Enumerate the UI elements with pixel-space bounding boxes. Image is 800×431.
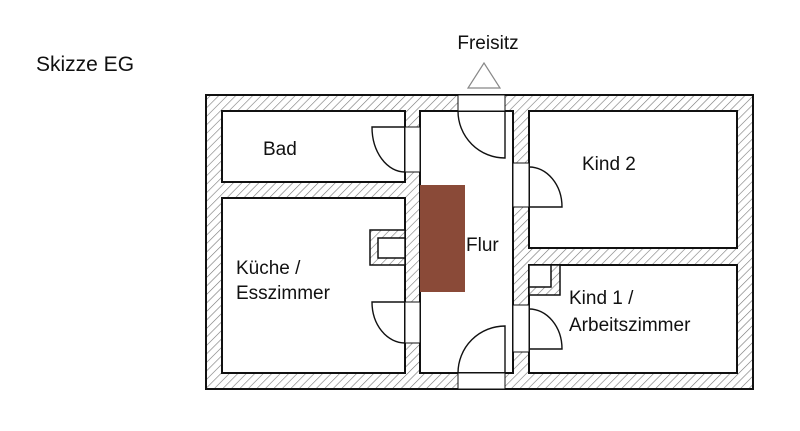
door-opening-bad bbox=[404, 126, 421, 173]
door-opening-kind1 bbox=[512, 304, 530, 353]
door-kueche bbox=[371, 301, 406, 344]
label-flur: Flur bbox=[466, 235, 499, 256]
door-opening-entrance bbox=[457, 94, 506, 112]
room-bad bbox=[221, 110, 406, 183]
room-kind2 bbox=[528, 110, 738, 249]
label-kind2: Kind 2 bbox=[582, 154, 636, 175]
door-opening-rear bbox=[457, 372, 506, 390]
door-opening-kueche bbox=[404, 301, 421, 344]
door-bad bbox=[371, 126, 406, 173]
label-kueche-2: Esszimmer bbox=[236, 283, 331, 304]
door-rear bbox=[457, 325, 506, 374]
freisitz-label: Freisitz bbox=[457, 33, 518, 54]
door-kind1 bbox=[528, 308, 563, 350]
chimney-right-flue bbox=[528, 264, 552, 288]
label-kind1-2: Arbeitszimmer bbox=[569, 315, 691, 336]
entrance-arrow-icon bbox=[466, 61, 502, 89]
staircase bbox=[420, 185, 465, 292]
door-kind2 bbox=[528, 166, 563, 208]
label-kueche-1: Küche / bbox=[236, 258, 301, 279]
label-kind1-1: Kind 1 / bbox=[569, 288, 634, 309]
room-kueche bbox=[221, 197, 406, 374]
room-kind1 bbox=[528, 264, 738, 374]
chimney-left-flue bbox=[377, 237, 406, 259]
door-entrance bbox=[457, 110, 506, 159]
label-bad: Bad bbox=[263, 139, 297, 160]
door-opening-kind2 bbox=[512, 162, 530, 208]
plan-title: Skizze EG bbox=[36, 53, 134, 76]
